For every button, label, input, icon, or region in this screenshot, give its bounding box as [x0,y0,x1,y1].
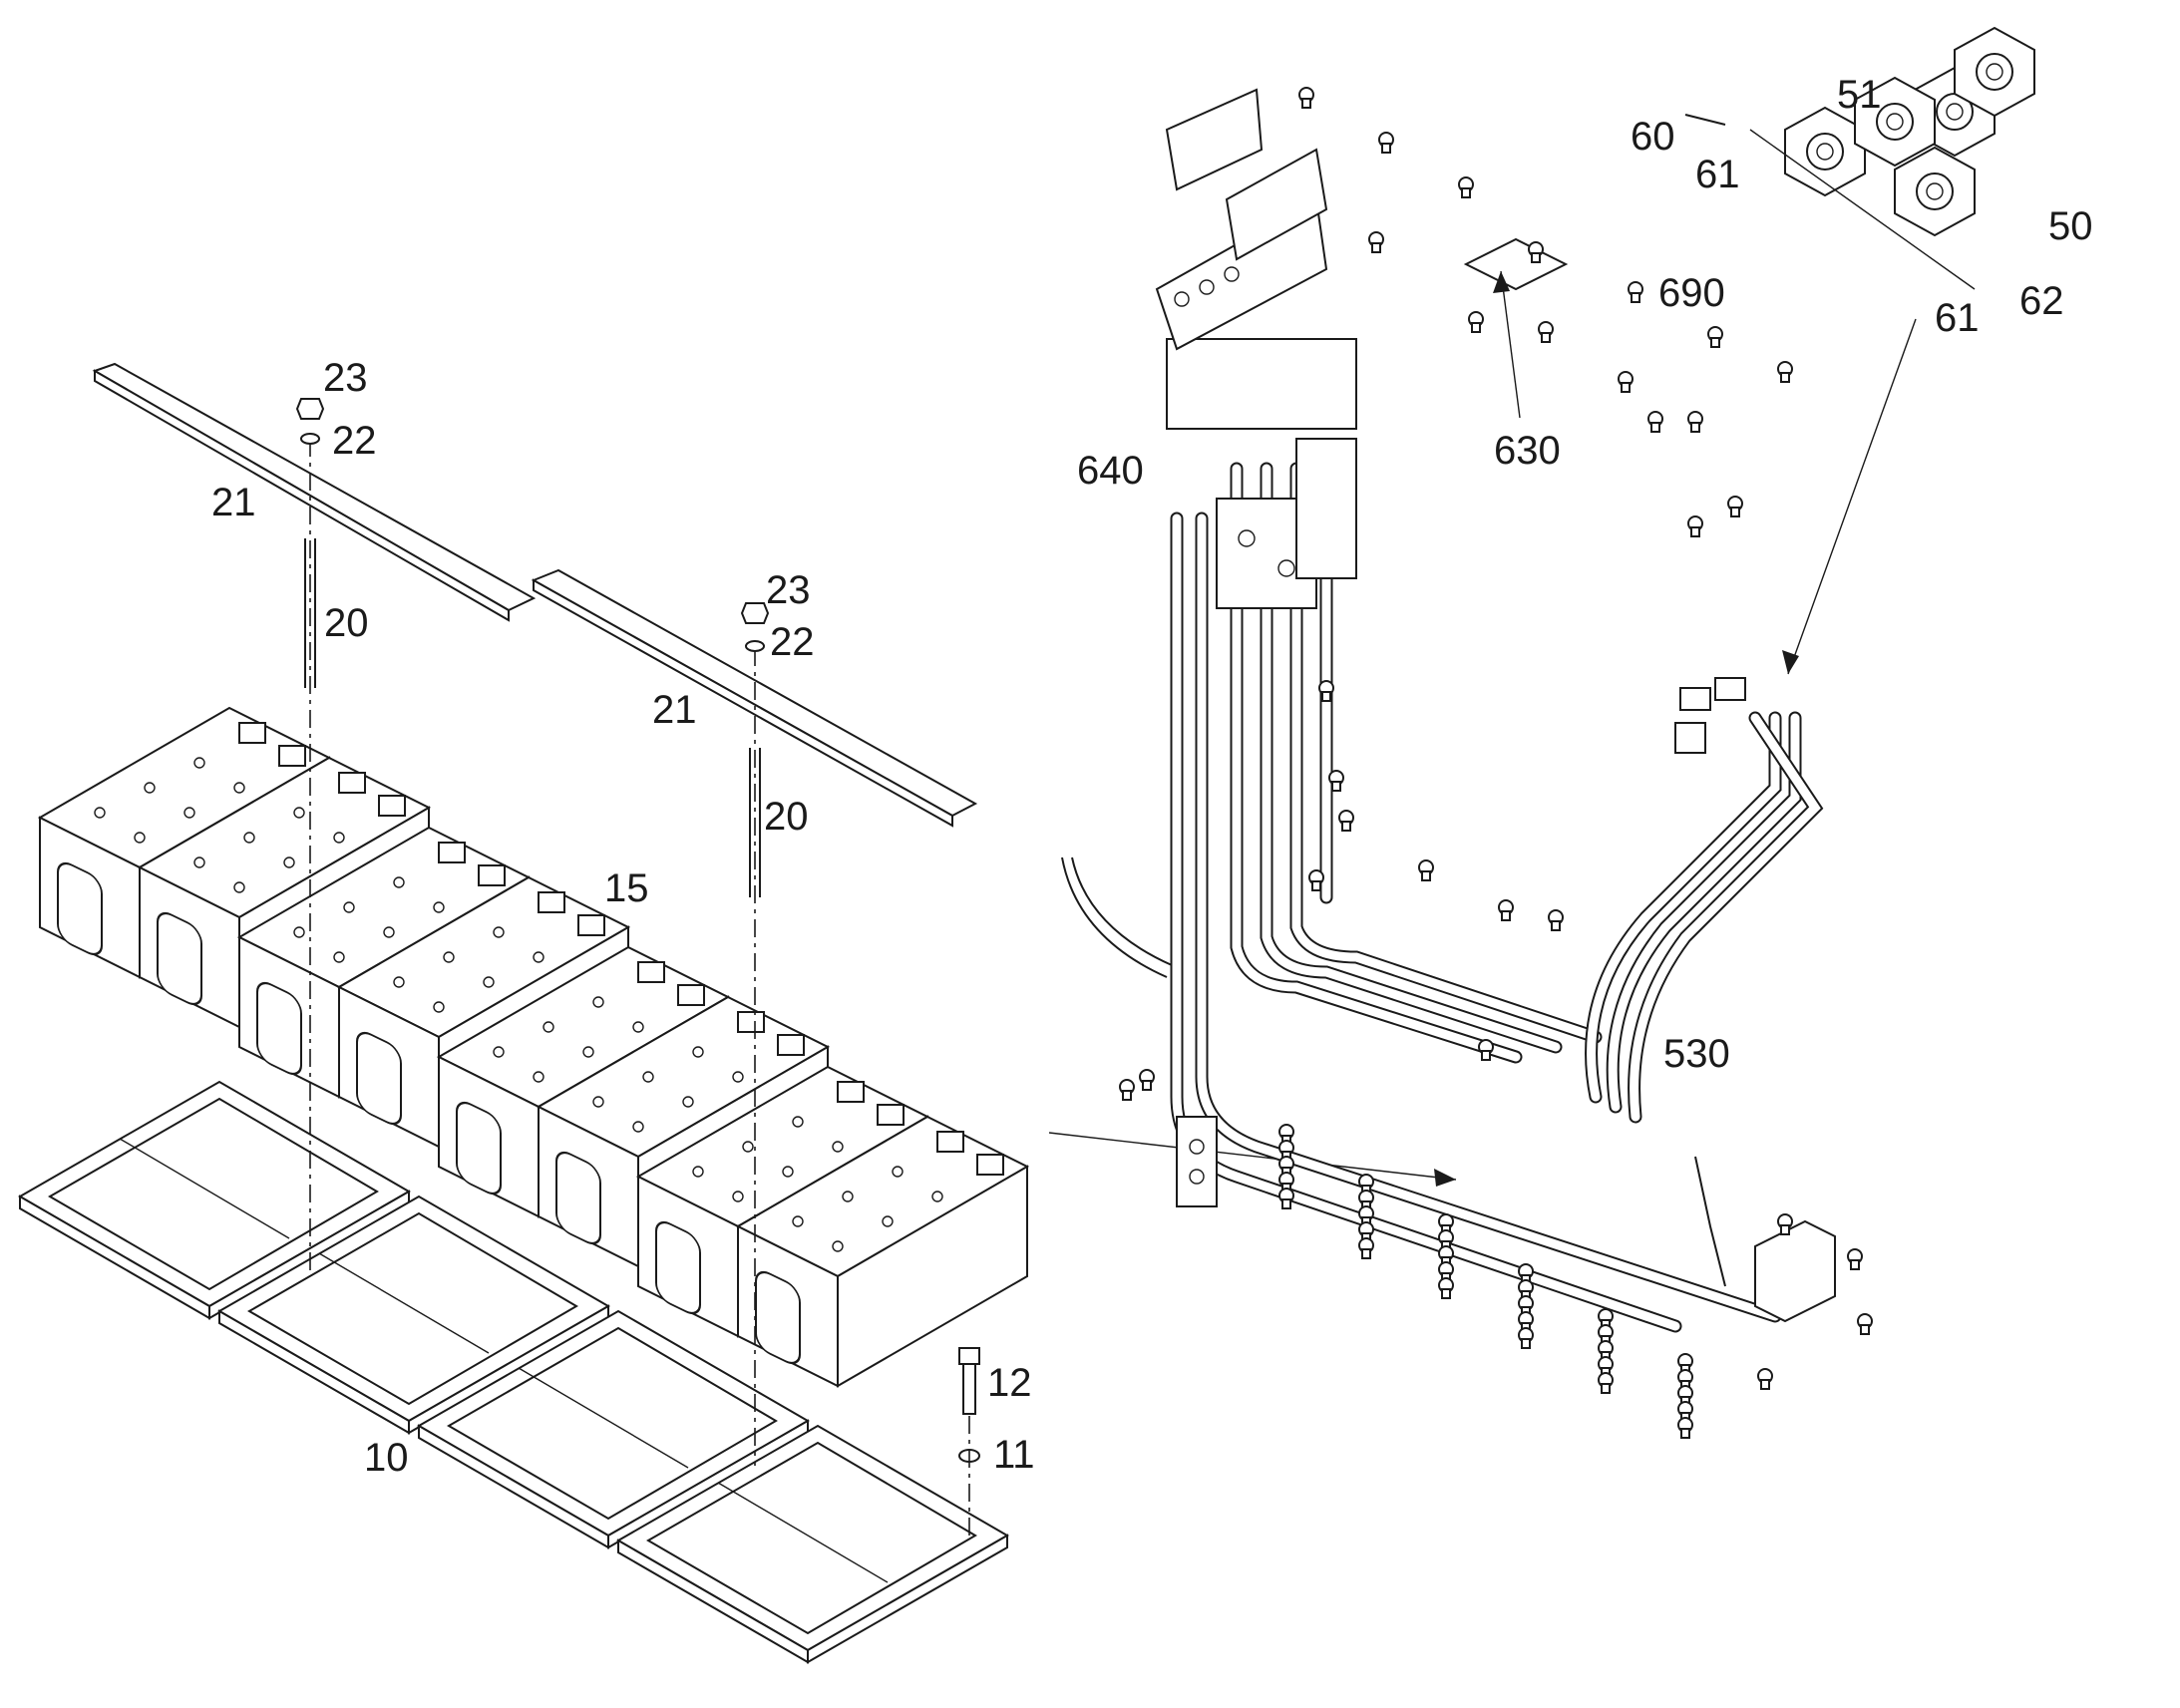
junction-plate [1463,237,1569,291]
hold-down-bar-rear [92,362,537,622]
threaded-rod-right [749,648,761,1466]
label-part-60: 60 [1631,115,1675,159]
end-bracket [1754,1219,1836,1323]
mounting-bracket-top [1155,88,1328,351]
label-part-530: 530 [1663,1032,1730,1076]
label-part-690: 690 [1658,271,1725,315]
connector-arrow [1782,318,1917,675]
label-part-21-upper: 21 [211,481,256,524]
label-part-20-lower: 20 [764,795,809,839]
label-part-61-lower: 61 [1935,296,1980,340]
label-part-15: 15 [604,866,649,910]
label-part-21-lower: 21 [652,688,697,732]
label-part-630: 630 [1494,429,1561,473]
part-630-arrow [1493,270,1521,419]
label-part-11: 11 [993,1433,1035,1477]
label-part-12: 12 [987,1361,1032,1405]
nut-washer-left [295,398,325,445]
label-part-23-lower: 23 [766,568,811,612]
label-part-51: 51 [1837,73,1882,117]
label-part-61-upper: 61 [1695,153,1740,196]
label-part-50: 50 [2048,204,2093,248]
label-part-22-upper: 22 [332,419,377,463]
label-part-20-upper: 20 [324,601,369,645]
harness-arrow [1048,1132,1457,1187]
nut-washer-right [740,602,770,652]
relay-plates [1674,677,1746,754]
label-part-62: 62 [2019,279,2064,323]
label-part-640: 640 [1077,449,1144,493]
busbar-cluster [1166,338,1357,1207]
label-part-22-lower: 22 [770,620,815,664]
threaded-rod-left [304,439,316,1276]
label-part-10: 10 [364,1436,409,1480]
bolt-and-washer [958,1347,980,1536]
main-wiring-harness [1061,462,1824,1333]
label-part-23-upper: 23 [323,356,368,400]
connector-group [1684,27,2035,290]
